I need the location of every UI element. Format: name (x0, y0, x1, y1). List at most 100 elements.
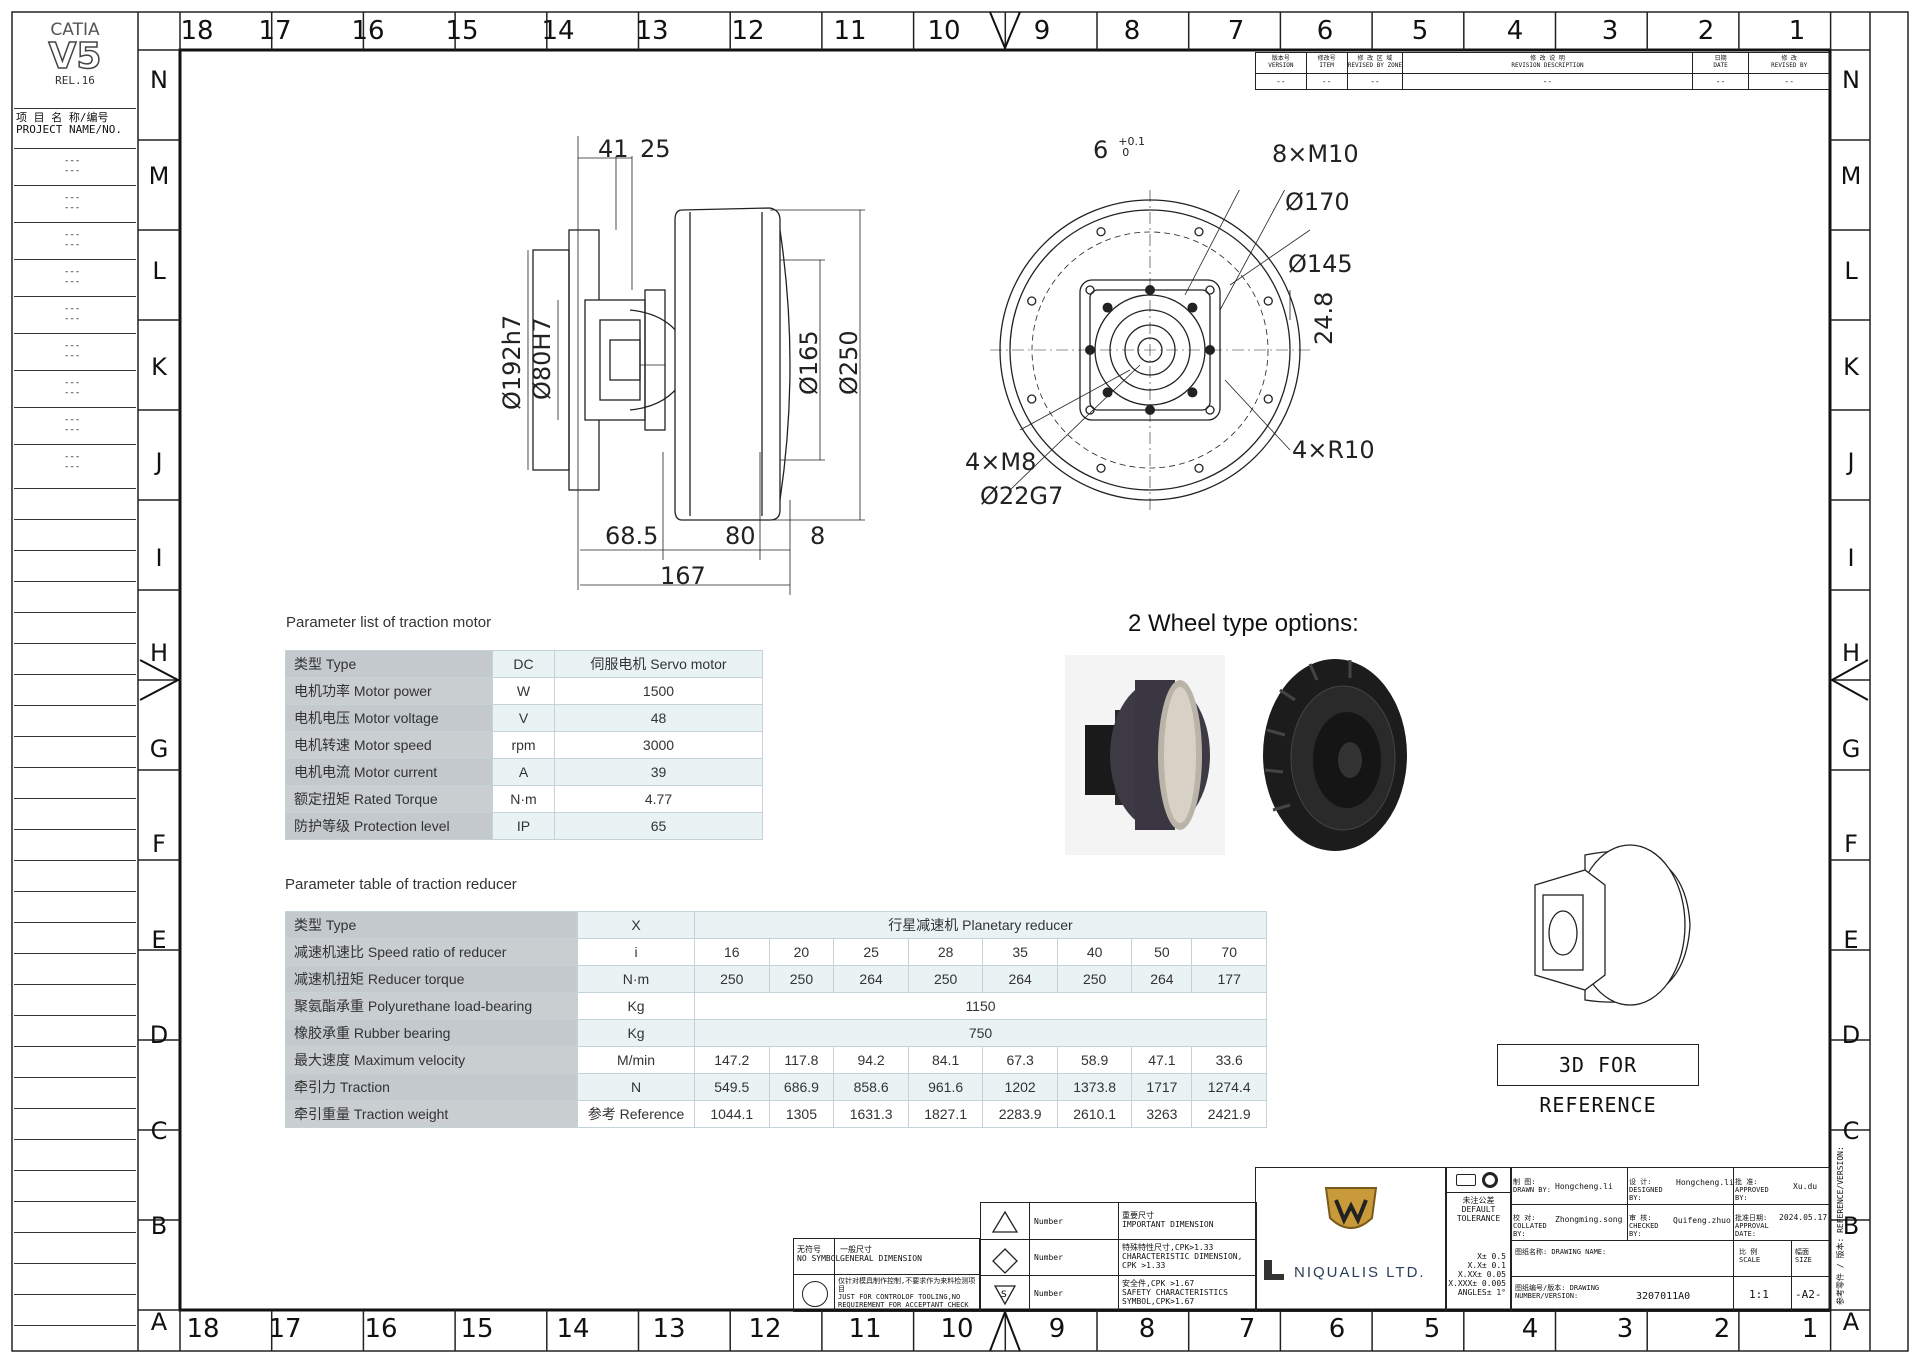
border-number-top: 7 (1227, 16, 1245, 46)
project-entry: --- (64, 203, 81, 213)
border-number-top: 16 (351, 16, 385, 46)
table-cell: 58.9 (1056, 1046, 1133, 1074)
table-cell: 类型 Type (285, 650, 493, 678)
table-cell: 电机转速 Motor speed (285, 731, 493, 759)
border-letter-right: I (1847, 543, 1855, 572)
border-number-bottom: 6 (1328, 1314, 1346, 1344)
border-number-top: 4 (1506, 16, 1524, 46)
table-cell: 25 (833, 938, 909, 966)
dim-4xm8: 4×M8 (965, 448, 1037, 476)
border-number-bottom: 8 (1138, 1314, 1156, 1344)
table-cell: 1150 (694, 992, 1267, 1020)
project-entry: --- (64, 378, 81, 388)
table-cell: 参考 Reference (577, 1100, 695, 1128)
border-number-bottom: 17 (268, 1314, 302, 1344)
border-letter-left: H (149, 639, 169, 667)
company-mark-icon (1264, 1260, 1286, 1282)
border-number-top: 15 (445, 16, 479, 46)
border-number-top: 6 (1316, 16, 1334, 46)
project-entry: --- (64, 230, 81, 240)
table-cell: 117.8 (768, 1046, 835, 1074)
table-cell: 1202 (982, 1073, 1058, 1101)
title-block: 制 图: DRAWN BY: Hongcheng.li 设 计: DESIGNE… (1510, 1167, 1830, 1312)
border-number-top: 1 (1788, 16, 1806, 46)
table-cell: 40 (1056, 938, 1133, 966)
table-cell: 961.6 (907, 1073, 984, 1101)
table-cell: N·m (577, 965, 695, 993)
project-entry: --- (64, 452, 81, 462)
border-number-bottom: 7 (1238, 1314, 1256, 1344)
border-letter-right: C (1842, 1116, 1860, 1145)
project-entry: --- (64, 166, 81, 176)
drawing-number-value: 3207011A0 (1636, 1291, 1691, 1302)
table-cell: 264 (982, 965, 1058, 993)
table-cell: 2421.9 (1191, 1100, 1267, 1128)
circle-symbol-icon (802, 1281, 828, 1307)
table-cell: 电机电压 Motor voltage (285, 704, 493, 732)
table-cell: 额定扭矩 Rated Torque (285, 785, 493, 813)
table-cell: W (492, 677, 555, 705)
dim-192h7: Ø192h7 (498, 314, 526, 410)
table-cell: 1044.1 (694, 1100, 770, 1128)
polyurethane-wheel-image (1065, 655, 1225, 855)
table-cell: 84.1 (907, 1046, 984, 1074)
dim-80: 80 (725, 522, 756, 550)
table-cell: 16 (694, 938, 770, 966)
border-letter-right: N (1842, 66, 1860, 94)
table-cell: 牵引力 Traction (285, 1073, 578, 1101)
project-entry: --- (64, 314, 81, 324)
border-number-bottom: 9 (1048, 1314, 1066, 1344)
table-cell: 3000 (554, 731, 763, 759)
dim-170: Ø170 (1285, 188, 1350, 216)
checked-by-label: 审 核: CHECKED BY: (1629, 1214, 1659, 1238)
side-view-drawing (527, 136, 865, 595)
border-number-bottom: 10 (940, 1314, 974, 1344)
border-letter-right: M (1840, 161, 1862, 190)
reducer-table-title: Parameter table of traction reducer (285, 876, 517, 893)
border-letter-right: B (1842, 1212, 1860, 1240)
project-entry: --- (64, 341, 81, 351)
dim-4xr10: 4×R10 (1292, 436, 1375, 464)
checked-by-value: Quifeng.zhuo (1673, 1216, 1731, 1225)
project-entry: --- (64, 388, 81, 398)
border-letter-right: D (1841, 1021, 1861, 1049)
border-number-top: 5 (1411, 16, 1429, 46)
table-cell: 牵引重量 Traction weight (285, 1100, 578, 1128)
dim-165: Ø165 (795, 330, 823, 395)
company-crest-icon (1324, 1187, 1378, 1229)
table-cell: 3263 (1131, 1100, 1193, 1128)
designed-by-value: Hongcheng.li (1676, 1178, 1734, 1187)
border-number-top: 11 (833, 16, 867, 46)
project-entry: --- (64, 304, 81, 314)
dim-80h7: Ø80H7 (528, 317, 556, 400)
border-letter-right: L (1844, 257, 1858, 285)
drawing-number-label: 图纸编号/版本: DRAWING NUMBER/VERSION: (1515, 1284, 1600, 1300)
diamond-symbol-icon (992, 1248, 1018, 1274)
dim-25: 25 (640, 135, 671, 163)
table-cell: IP (492, 812, 555, 840)
table-cell: 250 (1056, 965, 1133, 993)
table-cell: 39 (554, 758, 763, 786)
table-cell: 2283.9 (982, 1100, 1058, 1128)
table-cell: 67.3 (982, 1046, 1058, 1074)
table-cell: 147.2 (694, 1046, 770, 1074)
table-cell: 减速机速比 Speed ratio of reducer (285, 938, 578, 966)
dim-167: 167 (660, 562, 706, 590)
table-cell: 858.6 (833, 1073, 909, 1101)
border-letter-left: C (150, 1116, 168, 1145)
catia-brand: CATIA (50, 20, 100, 40)
rubber-wheel-image (1263, 659, 1407, 851)
border-number-top: 13 (635, 16, 669, 46)
table-cell: 250 (768, 965, 835, 993)
table-cell: 行星减速机 Planetary reducer (694, 911, 1267, 939)
dim-22g7: Ø22G7 (980, 482, 1064, 510)
